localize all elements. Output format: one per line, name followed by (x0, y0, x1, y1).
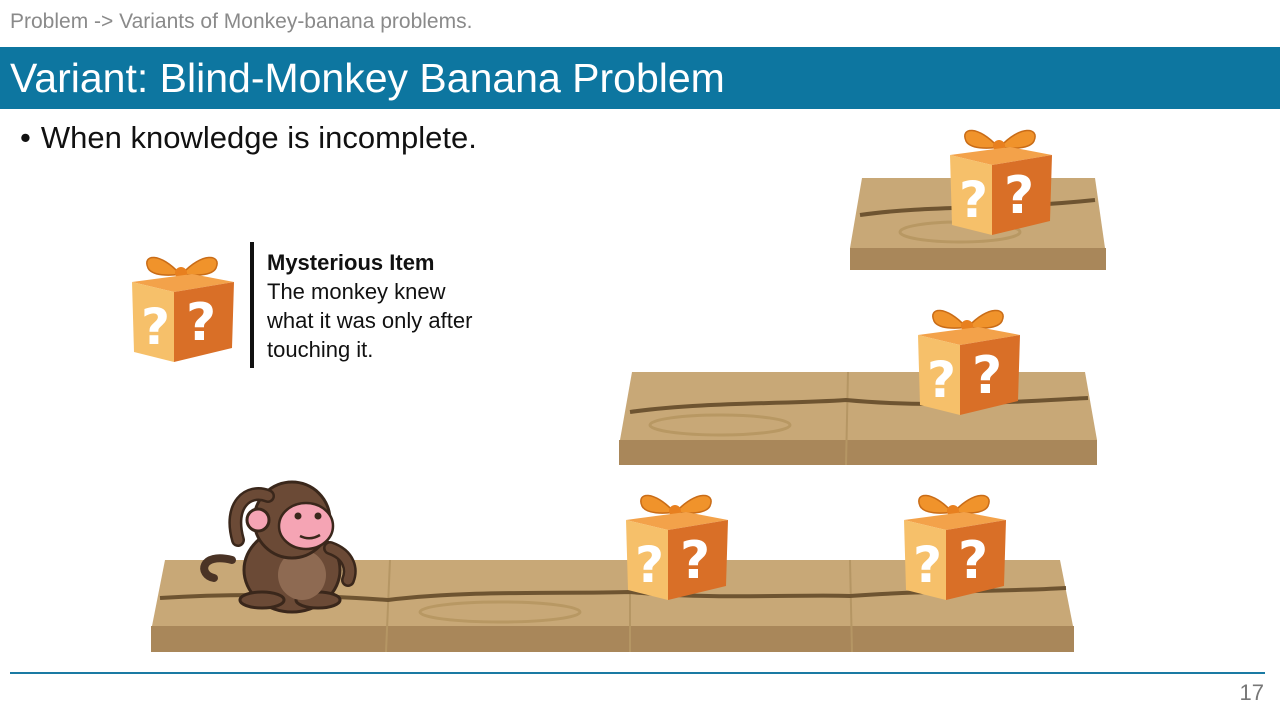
legend-mystery-box-icon (131, 256, 235, 363)
legend-title: Mysterious Item (267, 250, 435, 275)
mystery-box-icon (903, 494, 1007, 601)
legend-caption: Mysterious Item The monkey knew what it … (267, 248, 497, 364)
bullet-dot: • (20, 120, 31, 155)
breadcrumb: Problem -> Variants of Monkey-banana pro… (10, 10, 473, 33)
platform-bottom (151, 559, 1074, 653)
page-number: 17 (1239, 680, 1264, 705)
bullet-text: When knowledge is incomplete. (40, 120, 477, 155)
mystery-box-icon (625, 494, 729, 601)
mystery-box-icon (917, 309, 1021, 416)
title-bar: Variant: Blind-Monkey Banana Problem (0, 47, 1280, 109)
page-title: Variant: Blind-Monkey Banana Problem (10, 55, 725, 101)
bullet-item: • When knowledge is incomplete. (20, 120, 477, 156)
footer-divider (10, 672, 1265, 674)
monkey-icon (200, 480, 357, 614)
legend-description: The monkey knew what it was only after t… (267, 279, 473, 362)
platform-middle (619, 371, 1097, 466)
mystery-box-icon (949, 129, 1053, 236)
legend-divider (250, 242, 254, 368)
